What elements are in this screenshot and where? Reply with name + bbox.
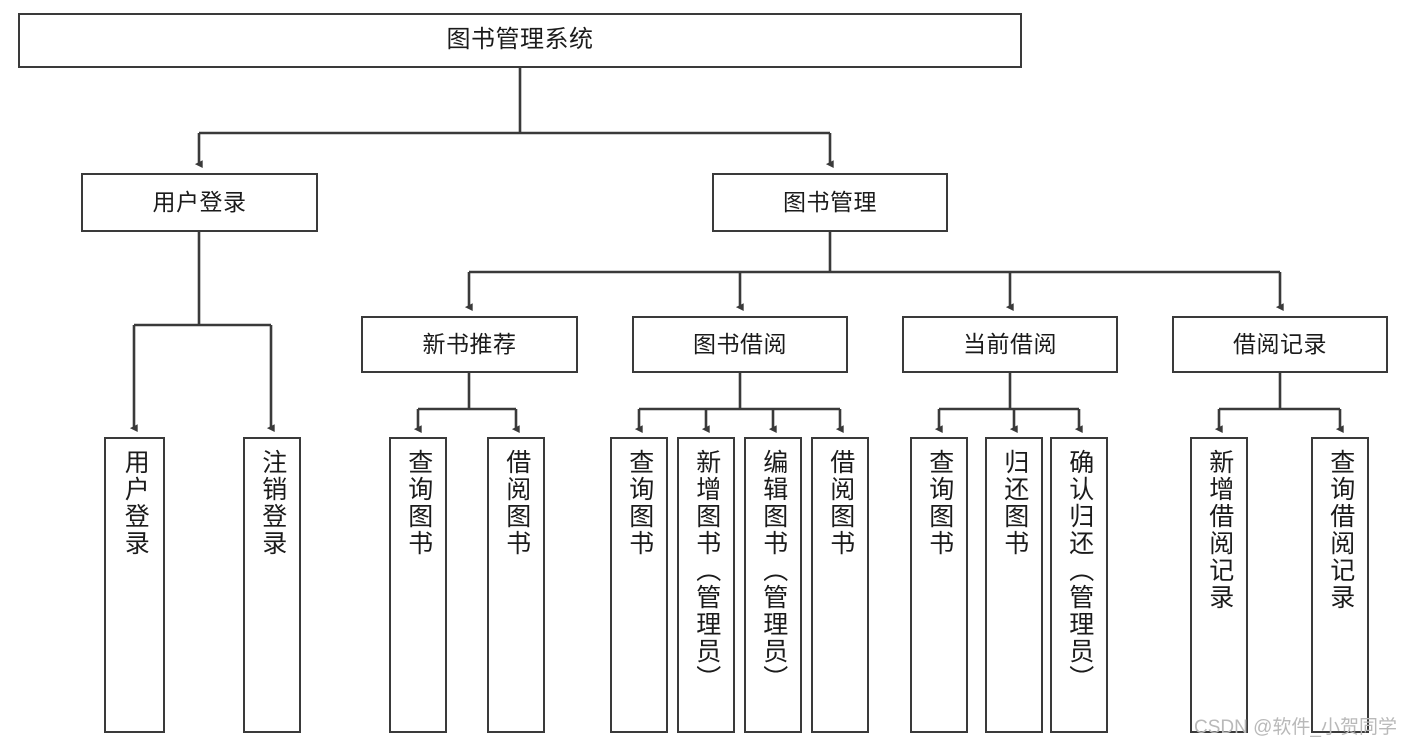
node-user-login-label: 用户登录 — [152, 188, 247, 215]
node-leaf-user-login-label: 用户登录 — [121, 449, 150, 557]
node-leaf-add-book-admin-label: 新增图书（管理员） — [692, 449, 721, 692]
node-leaf-add-book-admin[interactable]: 新增图书（管理员） — [677, 437, 735, 733]
node-borrow-record-label: 借阅记录 — [1233, 330, 1327, 357]
node-leaf-user-logout[interactable]: 注销登录 — [243, 437, 301, 733]
node-leaf-query-borrow-record[interactable]: 查询借阅记录 — [1311, 437, 1369, 733]
node-book-manage[interactable]: 图书管理 — [712, 173, 948, 232]
node-leaf-borrow-book-label: 借阅图书 — [826, 449, 855, 557]
node-leaf-add-borrow-record-label: 新增借阅记录 — [1205, 449, 1234, 611]
node-leaf-confirm-return-admin[interactable]: 确认归还（管理员） — [1050, 437, 1108, 733]
node-leaf-confirm-return-admin-label: 确认归还（管理员） — [1065, 449, 1094, 692]
node-leaf-user-login[interactable]: 用户登录 — [104, 437, 165, 733]
node-leaf-user-logout-label: 注销登录 — [258, 449, 287, 557]
node-leaf-query-book-new-label: 查询图书 — [404, 449, 433, 557]
node-borrow-record[interactable]: 借阅记录 — [1172, 316, 1388, 373]
node-user-login[interactable]: 用户登录 — [81, 173, 318, 232]
node-leaf-query-book-borrow[interactable]: 查询图书 — [610, 437, 668, 733]
node-book-borrow-label: 图书借阅 — [693, 330, 787, 357]
node-leaf-query-book-current-label: 查询图书 — [925, 449, 954, 557]
node-current-borrow-label: 当前借阅 — [963, 330, 1057, 357]
node-leaf-query-book-current[interactable]: 查询图书 — [910, 437, 968, 733]
node-leaf-return-book[interactable]: 归还图书 — [985, 437, 1043, 733]
node-root-label: 图书管理系统 — [446, 26, 594, 54]
node-leaf-add-borrow-record[interactable]: 新增借阅记录 — [1190, 437, 1248, 733]
node-leaf-edit-book-admin[interactable]: 编辑图书（管理员） — [744, 437, 802, 733]
node-leaf-edit-book-admin-label: 编辑图书（管理员） — [759, 449, 788, 692]
csdn-watermark: CSDN @软件_小贺同学 — [1194, 717, 1397, 738]
node-leaf-borrow-book-new[interactable]: 借阅图书 — [487, 437, 545, 733]
node-leaf-query-book-new[interactable]: 查询图书 — [389, 437, 447, 733]
node-leaf-query-borrow-record-label: 查询借阅记录 — [1326, 449, 1355, 611]
node-book-manage-label: 图书管理 — [783, 188, 877, 215]
node-new-book-recommend[interactable]: 新书推荐 — [361, 316, 578, 373]
node-leaf-borrow-book-new-label: 借阅图书 — [502, 449, 531, 557]
node-leaf-query-book-borrow-label: 查询图书 — [625, 449, 654, 557]
node-book-borrow[interactable]: 图书借阅 — [632, 316, 848, 373]
node-leaf-borrow-book[interactable]: 借阅图书 — [811, 437, 869, 733]
node-leaf-return-book-label: 归还图书 — [1000, 449, 1029, 557]
node-root[interactable]: 图书管理系统 — [18, 13, 1022, 68]
node-new-book-recommend-label: 新书推荐 — [422, 330, 517, 357]
node-current-borrow[interactable]: 当前借阅 — [902, 316, 1118, 373]
